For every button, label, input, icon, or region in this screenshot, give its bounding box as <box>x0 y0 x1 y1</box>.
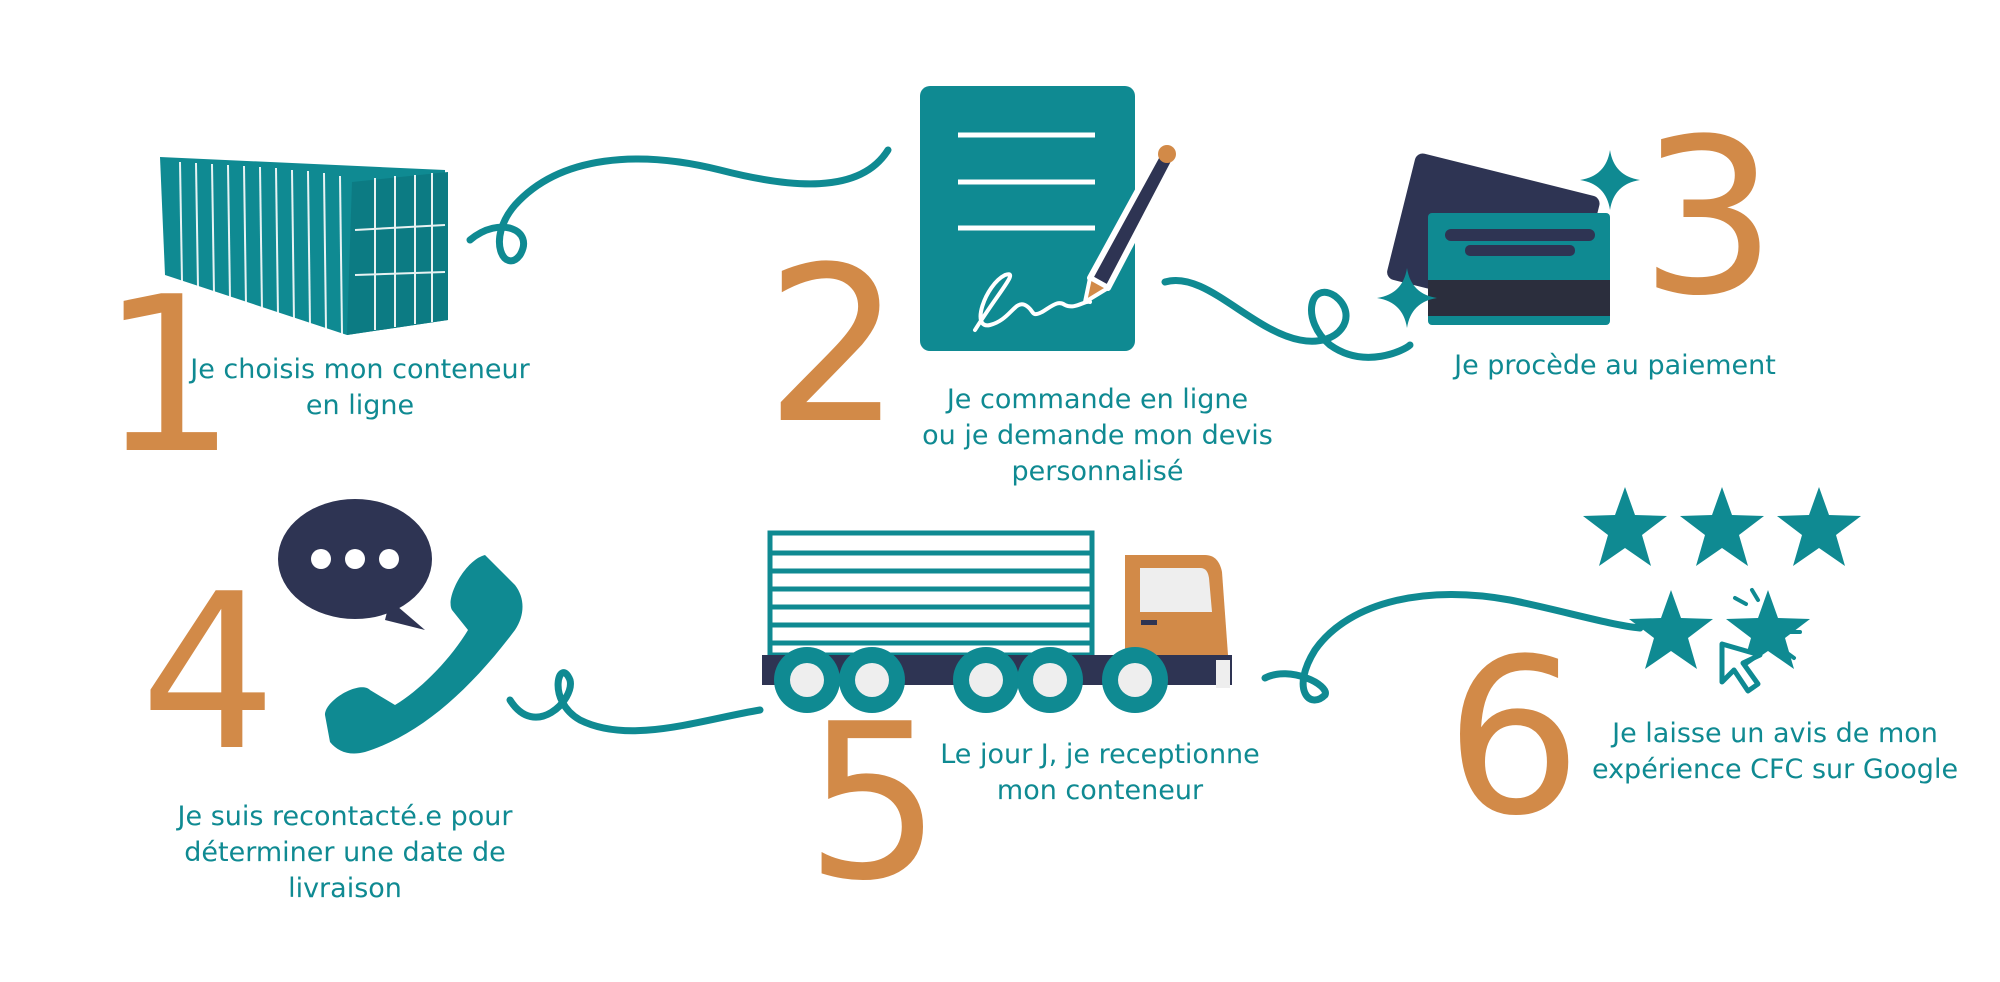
caption-line: livraison <box>288 873 402 904</box>
step-number: 5 <box>805 677 942 928</box>
connector-2-3 <box>1161 276 1414 361</box>
caption-line: Je suis recontacté.e pour <box>177 801 513 832</box>
caption-line: Le jour J, je receptionne <box>940 739 1260 770</box>
step-caption: Le jour J, je receptionne mon conteneur <box>915 737 1285 809</box>
step-number: 2 <box>765 220 902 471</box>
caption-line: personnalisé <box>1011 456 1184 487</box>
caption-line: Je commande en ligne <box>946 384 1249 415</box>
caption-line: mon conteneur <box>996 775 1204 806</box>
step-number: 4 <box>140 547 277 798</box>
step-number: 6 <box>1445 612 1582 863</box>
step-caption: Je procède au paiement <box>1435 348 1795 384</box>
caption-line: Je choisis mon conteneur <box>190 354 530 385</box>
step-number: 1 <box>100 250 237 501</box>
step-caption: Je suis recontacté.e pour déterminer une… <box>160 799 530 907</box>
connector-1-2 <box>466 146 892 265</box>
connector-4-5 <box>506 669 764 735</box>
caption-line: ou je demande mon devis <box>922 420 1273 451</box>
step-number: 3 <box>1640 92 1777 343</box>
step-caption: Je choisis mon conteneur en ligne <box>180 352 540 424</box>
step-caption: Je commande en ligne ou je demande mon d… <box>905 382 1290 490</box>
caption-line: Je procède au paiement <box>1454 350 1776 381</box>
caption-line: expérience CFC sur Google <box>1591 754 1959 785</box>
step-caption: Je laisse un avis de mon expérience CFC … <box>1580 716 1970 788</box>
caption-line: en ligne <box>305 390 415 421</box>
caption-line: déterminer une date de <box>184 837 506 868</box>
caption-line: Je laisse un avis de mon <box>1612 718 1938 749</box>
connector-5-6 <box>1261 590 1644 704</box>
